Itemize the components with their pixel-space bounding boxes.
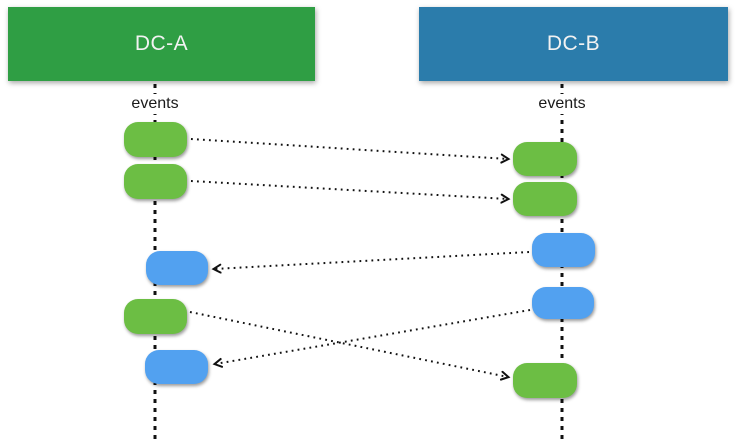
dc-a-header: DC-A: [8, 7, 315, 81]
message-arrow-dc-b-to-dc-a: [211, 251, 530, 274]
dc-b-header-label: DC-B: [546, 32, 601, 55]
event-node-blue-dc-a: [146, 251, 208, 285]
event-node-green-dc-a: [124, 122, 187, 157]
dc-b-events-label: events: [533, 94, 591, 114]
message-arrow-dc-b-to-dc-a: [212, 309, 531, 368]
message-arrow-dc-a-to-dc-b: [190, 180, 511, 204]
event-node-green-dc-a: [124, 164, 187, 199]
event-node-green-dc-b: [513, 182, 577, 216]
message-arrow-dc-a-to-dc-b: [190, 138, 511, 164]
event-node-green-dc-b: [513, 363, 577, 398]
message-arrow-dc-a-to-dc-b: [189, 311, 511, 381]
event-node-green-dc-b: [513, 142, 577, 176]
event-node-blue-dc-b: [532, 233, 595, 267]
dc-a-events-label: events: [126, 94, 184, 114]
event-node-blue-dc-b: [532, 287, 594, 319]
event-node-green-dc-a: [124, 299, 187, 334]
event-node-blue-dc-a: [145, 350, 208, 384]
dc-b-header: DC-B: [419, 7, 728, 81]
dc-a-header-label: DC-A: [134, 32, 189, 55]
